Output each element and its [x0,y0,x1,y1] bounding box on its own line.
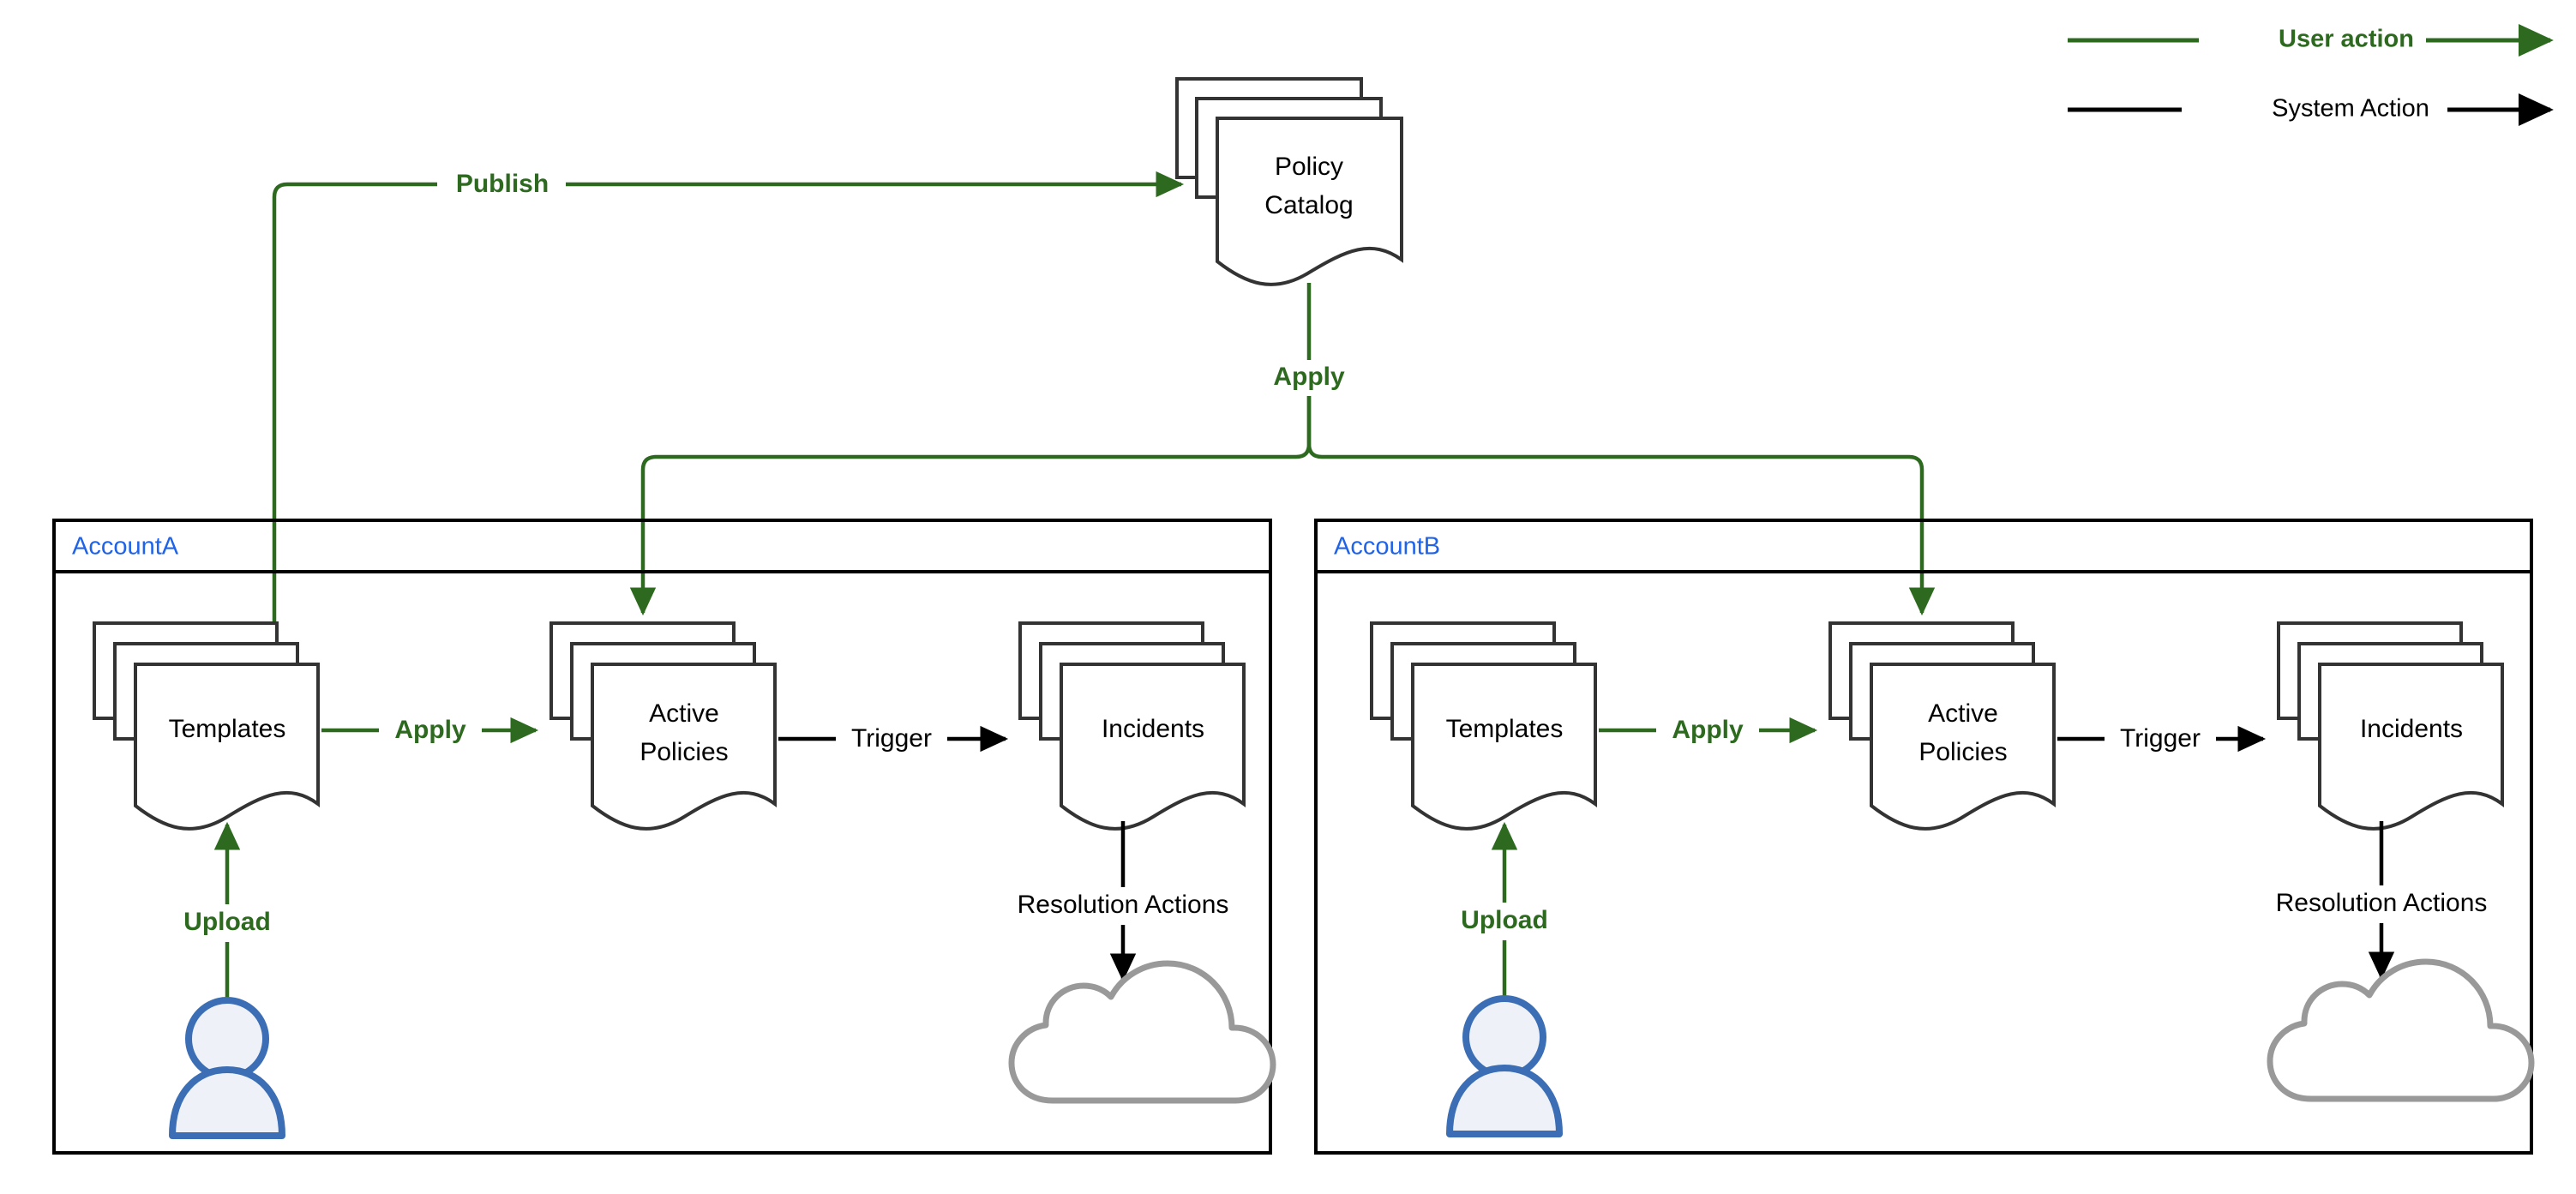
resolutionA-label-bg [984,887,1263,925]
applyB-label-bg [1656,712,1759,748]
activeB-label-line1: Active [1928,699,1998,728]
edgeB-trigger: Trigger [2057,721,2267,757]
activeA-sheet-front [591,663,777,831]
edgeA-resolution: Resolution Actions [984,821,1263,982]
incidentsB-sheet-front [2318,663,2504,831]
actorB-body [1446,1065,1563,1137]
nodeA-actor[interactable] [169,997,285,1139]
nodeA-cloud[interactable] [1008,960,1276,1104]
edge-publish: Publish [272,166,1185,634]
policy-catalog-label-line2: Catalog [1264,191,1353,219]
edge-label-uploadA: Upload [183,908,271,936]
policy-catalog-sheet-front [1216,117,1403,286]
apply-branch-left-path [629,283,1312,616]
accountB-border [1314,519,2533,1155]
edge-apply-fanout: Apply [629,283,1936,616]
legend-label-user-action: User action [2279,26,2414,53]
edge-label-resolutionB: Resolution Actions [2276,889,2488,917]
accountA-border [52,519,1272,1155]
incidentsA-sheet-front [1060,663,1246,831]
legend-item-system-action: System Action [2068,95,2429,123]
policy-catalog-label-line1: Policy [1275,153,1343,181]
templatesA-sheet-front [134,663,320,831]
incidentsA-label: Incidents [1102,715,1204,743]
edge-label-triggerB: Trigger [2120,724,2201,753]
cloudB-shape [2267,958,2535,1102]
triggerA-label-bg [836,721,947,757]
uploadA-label-bg [165,904,291,942]
node-policy-catalog[interactable]: Policy Catalog [1175,77,1403,286]
templatesB-sheet-front [1411,663,1597,831]
edgeA-upload: Upload [165,821,291,1020]
edge-label-applyA: Apply [394,716,466,744]
nodeB-active-policies[interactable]: Active Policies [1828,621,2056,831]
nodeB-templates[interactable]: Templates [1370,621,1597,831]
legend-label-system-action: System Action [2272,95,2429,123]
edgeB-upload: Upload [1443,821,1568,1018]
edgeB-resolution: Resolution Actions [2243,821,2521,981]
incidentsB-label: Incidents [2360,715,2463,743]
accountB-title: AccountB [1334,533,1440,561]
edge-label-resolutionA: Resolution Actions [1018,891,1229,919]
actorA-head [185,997,269,1081]
legend: User action System Action [2068,23,2554,127]
edge-label-apply-root: Apply [1273,363,1345,391]
actorB-head [1462,995,1546,1079]
nodeA-templates[interactable]: Templates [93,621,320,831]
nodeA-active-policies[interactable]: Active Policies [549,621,777,831]
container-accountB[interactable]: AccountB [1314,519,2533,1155]
apply-root-label-bg [1247,360,1372,396]
edgeA-trigger: Trigger [778,721,1009,757]
edge-label-applyB: Apply [1672,716,1744,744]
uploadB-label-bg [1443,903,1568,940]
activeA-label-line2: Policies [639,738,728,766]
triggerB-label-bg [2105,721,2216,757]
templatesB-label: Templates [1446,715,1564,743]
edge-label-publish: Publish [456,170,549,198]
applyA-label-bg [379,712,482,748]
templatesA-label: Templates [169,715,286,743]
activeB-label-line2: Policies [1918,738,2007,766]
activeB-sheet-front [1870,663,2056,831]
edge-label-triggerA: Trigger [851,724,932,753]
actorA-body [169,1066,285,1139]
edgeA-apply: Apply [321,712,539,748]
container-accountA[interactable]: AccountA [52,519,1272,1155]
publish-label-bg [437,166,566,202]
edge-label-uploadB: Upload [1461,906,1548,934]
legend-item-user-action: User action [2068,23,2554,57]
accountA-title: AccountA [72,533,179,561]
publish-arrow-path [272,171,1185,634]
resolutionB-label-bg [2243,885,2521,923]
nodeB-incidents[interactable]: Incidents [2277,621,2504,831]
edgeB-apply: Apply [1599,712,1818,748]
nodeA-incidents[interactable]: Incidents [1018,621,1246,831]
apply-branch-right-path [1306,369,1936,616]
nodeB-cloud[interactable] [2267,958,2535,1102]
nodeB-actor[interactable] [1446,995,1563,1137]
cloudA-shape [1008,960,1276,1104]
activeA-label-line1: Active [649,699,719,728]
